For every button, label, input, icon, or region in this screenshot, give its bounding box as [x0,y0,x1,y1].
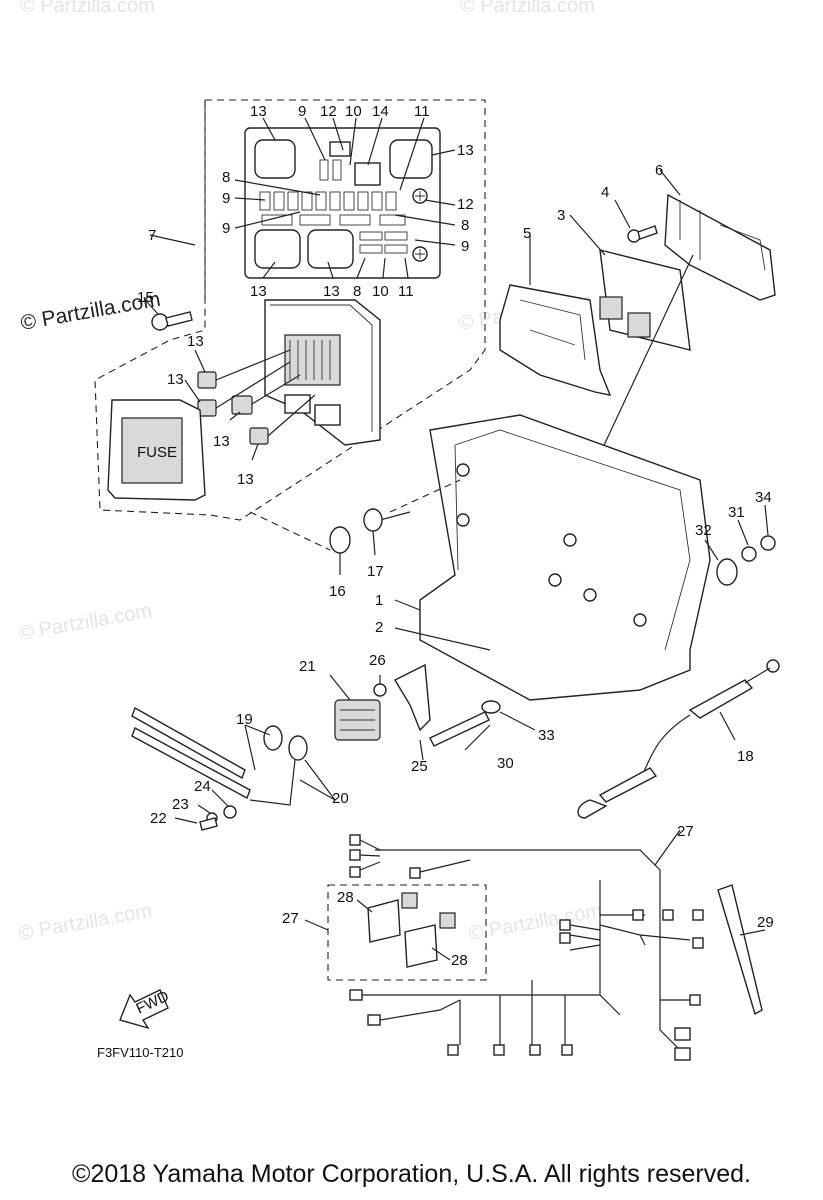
callout-8: 8 [353,283,361,300]
callout-34: 34 [755,489,772,506]
battery-tray [249,414,711,701]
callout-11: 11 [414,103,430,120]
callout-3: 3 [557,207,565,224]
callout-12: 12 [320,103,337,120]
watermark: © Partzilla.com [467,900,604,945]
callout-1: 1 [375,592,383,609]
callout-2: 2 [375,619,383,636]
callout-20: 20 [332,790,349,807]
watermark: © Partzilla.com [17,600,154,645]
callout-19: 19 [236,711,253,728]
callout-9: 9 [222,220,230,237]
callout-13: 13 [323,283,340,300]
callout-16: 16 [329,583,346,600]
callout-10: 10 [372,283,389,300]
watermark: © Partzilla.com [20,0,155,17]
callout-13: 13 [167,371,184,388]
right-side-parts [577,504,780,819]
callout-21: 21 [299,658,316,675]
callout-8: 8 [461,217,469,234]
wire-harness [304,829,766,1061]
callout-23: 23 [172,796,189,813]
callout-11: 11 [398,283,414,300]
callout-32: 32 [695,522,712,539]
callout-31: 31 [728,504,745,521]
callout-15: 15 [137,289,154,306]
callout-5: 5 [523,225,531,242]
callout-13: 13 [250,103,267,120]
callout-27: 27 [677,823,694,840]
callout-30: 30 [497,755,514,772]
callout-13: 13 [213,433,230,450]
callout-10: 10 [345,103,362,120]
watermark: © Partzilla.com [17,900,154,945]
callout-13: 13 [250,283,267,300]
callout-26: 26 [369,652,386,669]
callout-7: 7 [148,227,156,244]
diagram-code: F3FV110-T210 [97,1045,183,1060]
fuse-cover-label: FUSE [137,444,177,461]
callout-22: 22 [150,810,167,827]
callout-9: 9 [222,190,230,207]
callout-24: 24 [194,778,211,795]
fuse-box-detail: FUSE [94,99,486,521]
callout-25: 25 [411,758,428,775]
callout-18: 18 [737,748,754,765]
callout-12: 12 [457,196,474,213]
watermark: © Partzilla.com [460,0,595,17]
callout-13: 13 [187,333,204,350]
callout-28: 28 [451,952,468,969]
fwd-arrow: FWD [119,988,172,1030]
callout-6: 6 [655,162,663,179]
callout-8: 8 [222,169,230,186]
lower-left-parts [131,663,536,831]
callout-14: 14 [372,103,389,120]
callout-9: 9 [461,238,469,255]
callout-4: 4 [601,184,609,201]
callout-17: 17 [367,563,384,580]
callout-27: 27 [282,910,299,927]
callout-13: 13 [237,471,254,488]
callout-33: 33 [538,727,555,744]
callout-13: 13 [457,142,474,159]
callouts: 13 9 12 10 14 11 13 8 9 12 8 9 9 7 13 13… [137,103,774,969]
callout-28: 28 [337,889,354,906]
callout-29: 29 [757,914,774,931]
copyright-notice: ©2018 Yamaha Motor Corporation, U.S.A. A… [72,1160,751,1188]
callout-9: 9 [298,103,306,120]
ecu-assembly [499,169,776,551]
